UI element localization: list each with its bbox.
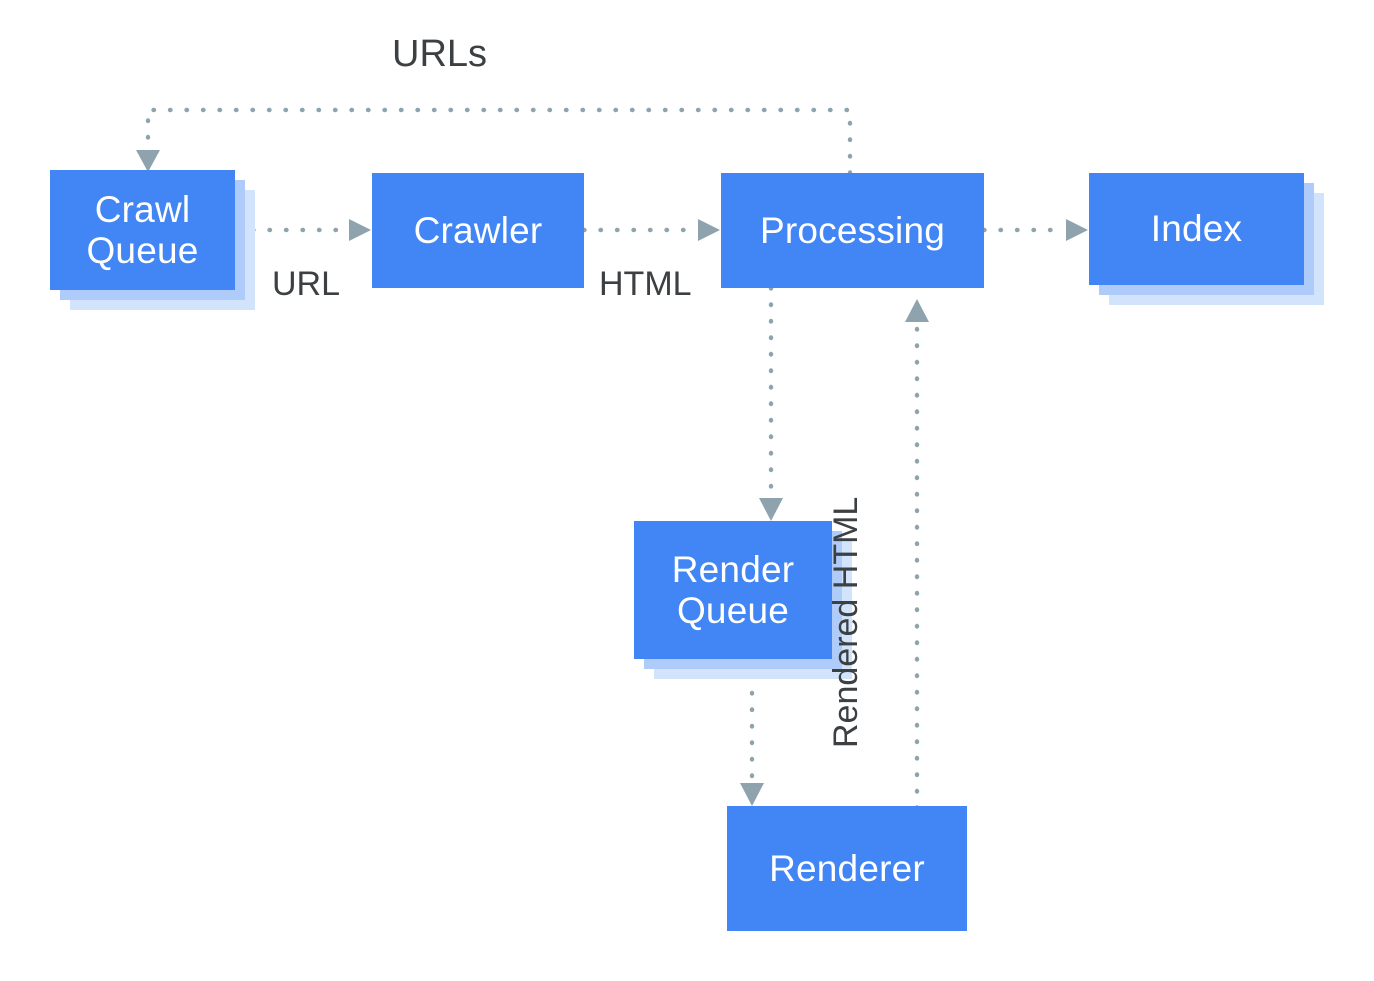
node-label-crawler: Crawler: [413, 209, 543, 251]
node-label-processing: Processing: [759, 209, 946, 251]
node-label-index: Index: [1150, 208, 1243, 250]
node-body: Render Queue: [634, 521, 832, 659]
node-body: Index: [1089, 173, 1304, 285]
arrowhead-right: [349, 219, 371, 241]
edge-label-url: URL: [272, 265, 341, 303]
node-body: Crawler: [372, 173, 584, 288]
edge-label-urls: URLs: [392, 33, 488, 75]
edge-crawler-to-processing: [581, 219, 720, 241]
node-body: Processing: [721, 173, 984, 288]
edge-processing-to-crawl-queue: [136, 107, 853, 176]
arrowhead-down: [136, 150, 160, 172]
node-processing[interactable]: Processing: [721, 173, 984, 288]
arrowhead-right: [698, 219, 720, 241]
edge-label-html: HTML: [599, 265, 692, 303]
arrowhead-down: [740, 783, 764, 806]
edge-renderer-to-processing: [905, 299, 929, 811]
edge-render-queue-to-renderer: [740, 657, 764, 806]
node-index[interactable]: Index: [1089, 173, 1324, 305]
edge-processing-to-index: [981, 219, 1088, 241]
arrowhead-right: [1066, 219, 1088, 241]
edge-processing-to-render-queue: [759, 285, 783, 521]
arrowhead-down: [759, 498, 783, 521]
node-label-renderer: Renderer: [769, 847, 925, 889]
node-render-queue[interactable]: Render Queue: [634, 521, 852, 679]
node-label-crawl-queue: Crawl Queue: [86, 188, 199, 271]
node-label-render-queue: Render Queue: [671, 548, 795, 631]
edge-crawl-queue-to-crawler: [250, 219, 371, 241]
edge-label-rendered-html: Rendered HTML: [827, 496, 865, 748]
node-body: Crawl Queue: [50, 170, 235, 290]
node-crawl-queue[interactable]: Crawl Queue: [50, 170, 255, 310]
node-crawler[interactable]: Crawler: [372, 173, 584, 288]
arrowhead-up: [905, 299, 929, 322]
node-body: Renderer: [727, 806, 967, 931]
node-renderer[interactable]: Renderer: [727, 806, 967, 931]
